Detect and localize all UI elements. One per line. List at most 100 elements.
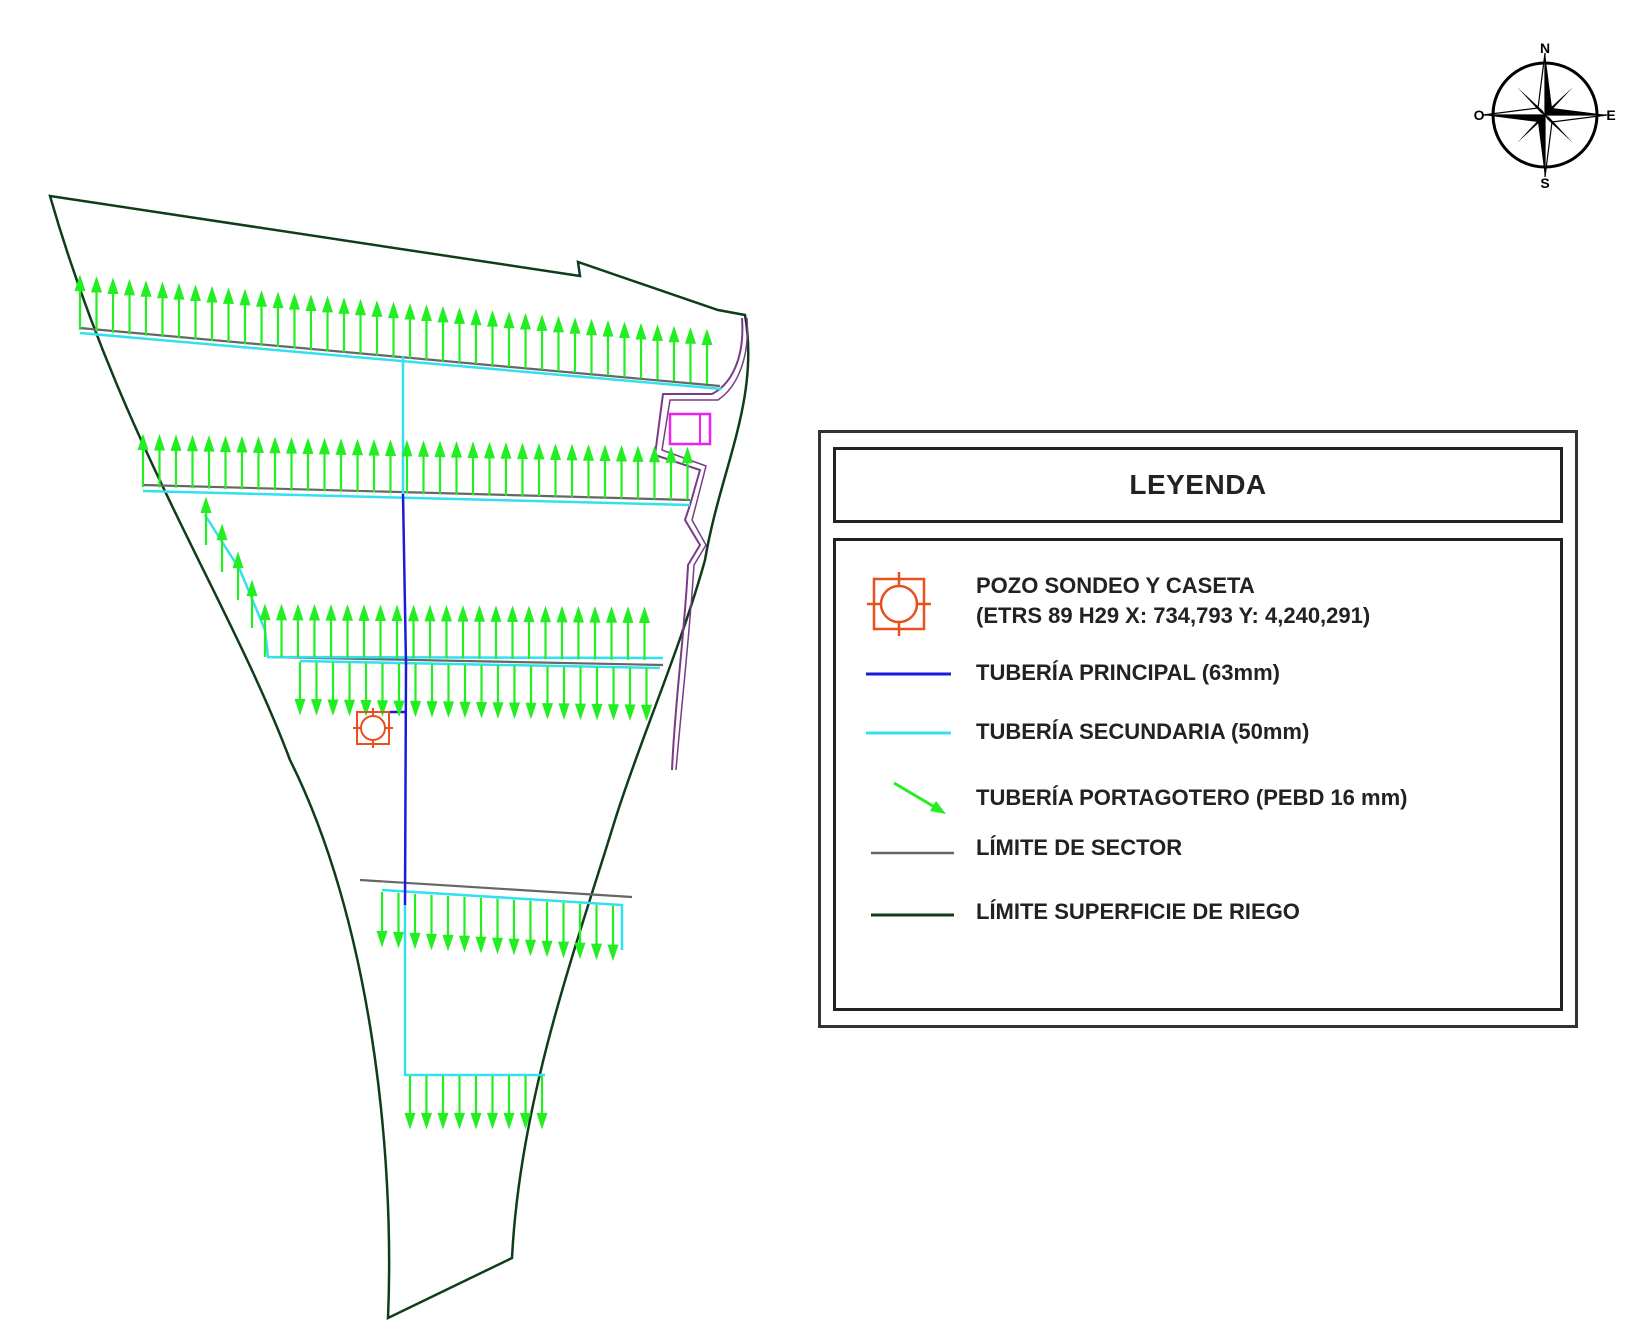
dripper-arrowhead bbox=[492, 702, 504, 719]
dripper-arrowhead bbox=[602, 320, 614, 337]
dripper-arrowhead bbox=[486, 1112, 499, 1130]
dripper-arrowhead bbox=[516, 442, 529, 460]
dripper-arrowhead bbox=[457, 605, 469, 622]
dripper-arrowhead bbox=[216, 523, 228, 541]
dripper-arrowhead bbox=[236, 435, 248, 453]
legend-label-secondary-pipe: TUBERÍA SECUNDARIA (50mm) bbox=[976, 719, 1310, 744]
dripper-arrowhead bbox=[206, 285, 218, 303]
legend-label-well-coords: (ETRS 89 H29 X: 734,793 Y: 4,240,291) bbox=[976, 603, 1371, 628]
dripper-arrowhead bbox=[525, 702, 537, 720]
dripper-arrowhead bbox=[371, 300, 383, 317]
secondary-pipe-line-icon bbox=[866, 731, 951, 735]
dripper-arrowhead bbox=[665, 446, 677, 463]
dripper-arrowhead bbox=[506, 605, 519, 622]
dripper-arrowhead bbox=[459, 701, 471, 719]
dripper-arrowhead bbox=[599, 444, 611, 462]
dripper-arrowhead bbox=[440, 604, 453, 622]
dripper-arrowhead bbox=[533, 442, 545, 460]
dripper-arrowhead bbox=[302, 437, 314, 455]
dripper-arrowhead bbox=[622, 606, 634, 623]
dripper-arrowhead bbox=[549, 443, 562, 460]
compass-north: N bbox=[1540, 40, 1550, 56]
dripper-arrowhead bbox=[288, 293, 301, 310]
dripper-arrowhead bbox=[424, 604, 436, 622]
dripper-arrowhead bbox=[574, 703, 587, 721]
dripper-arrowhead bbox=[458, 935, 471, 953]
dripper-arrowhead bbox=[351, 438, 364, 456]
dripper-arrowhead bbox=[569, 317, 581, 334]
dripper-arrowhead bbox=[391, 604, 403, 622]
dripper-arrowhead bbox=[605, 606, 618, 623]
dripper-arrowhead bbox=[404, 1112, 416, 1130]
dripper-arrowhead bbox=[426, 701, 438, 718]
dripper-arrowhead bbox=[186, 434, 199, 452]
dripper-arrowhead bbox=[632, 445, 644, 462]
dripper-arrowhead bbox=[453, 307, 466, 324]
dripper-arrowhead bbox=[442, 934, 454, 952]
dripper-arrowhead bbox=[618, 321, 631, 339]
dripper-arrowhead bbox=[310, 699, 323, 716]
dripper-arrowhead bbox=[170, 434, 182, 451]
dripper-arrowhead bbox=[556, 605, 568, 623]
dripper-arrowhead bbox=[437, 1112, 449, 1130]
dripper-arrowhead bbox=[434, 440, 446, 458]
dripper-arrowhead bbox=[519, 312, 532, 330]
dripper-arrowhead bbox=[536, 1112, 548, 1130]
dripper-arrowhead bbox=[607, 944, 619, 962]
dripper-arrowhead bbox=[519, 1112, 532, 1130]
dripper-arrowhead bbox=[387, 301, 400, 319]
dripper-arrowhead bbox=[607, 704, 620, 721]
dripper-arrowhead bbox=[467, 441, 479, 458]
legend-item-secondary-pipe: TUBERÍA SECUNDARIA (50mm) bbox=[836, 713, 1560, 753]
dripper-arrowhead bbox=[407, 604, 420, 622]
dripper-arrowhead bbox=[376, 930, 388, 948]
legend-label-dripper: TUBERÍA PORTAGOTERO (PEBD 16 mm) bbox=[976, 785, 1408, 810]
dripper-arrowhead bbox=[325, 604, 337, 621]
dripper-arrowhead bbox=[153, 433, 166, 451]
dripper-arrowhead bbox=[523, 605, 535, 623]
dripper-arrowhead bbox=[417, 440, 430, 457]
dripper-arrowhead bbox=[582, 444, 595, 461]
dripper-arrowhead bbox=[368, 439, 380, 456]
dripper-arrowhead bbox=[376, 700, 389, 717]
dripper-arrowhead bbox=[294, 698, 306, 716]
compass-east: E bbox=[1606, 107, 1615, 123]
dripper-arrowhead bbox=[74, 274, 86, 292]
dripper-arrowhead bbox=[321, 295, 334, 313]
dripper-arrowhead bbox=[409, 700, 422, 718]
dripper-line-icon bbox=[893, 781, 946, 814]
dripper-arrowhead bbox=[453, 1112, 466, 1130]
legend-header: LEYENDA bbox=[833, 447, 1563, 523]
dripper-arrowhead bbox=[475, 936, 487, 954]
sector-limits bbox=[79, 326, 721, 899]
dripper-arrowhead bbox=[252, 436, 265, 453]
dripper-arrowhead bbox=[574, 942, 586, 960]
dripper-arrowhead bbox=[536, 314, 548, 331]
dripper-arrowhead bbox=[420, 1112, 433, 1130]
dripper-arrowhead bbox=[409, 932, 421, 950]
access-path-inner bbox=[661, 317, 749, 771]
legend-label-main-pipe: TUBERÍA PRINCIPAL (63mm) bbox=[976, 660, 1280, 685]
dripper-arrowhead bbox=[90, 275, 103, 293]
dripper-arrowhead bbox=[591, 703, 603, 721]
dripper-arrowhead bbox=[541, 703, 554, 720]
legend: LEYENDA POZO SONDEO Y CASETA (ETRS 89 H2… bbox=[818, 430, 1578, 1028]
dripper-arrowhead bbox=[490, 605, 502, 622]
dripper-arrowhead bbox=[615, 444, 628, 462]
dripper-arrowhead bbox=[374, 604, 387, 621]
dripper-arrowhead bbox=[624, 704, 636, 722]
dripper-arrowhead bbox=[572, 605, 585, 623]
dripper-arrowhead bbox=[566, 443, 578, 461]
dripper-arrowhead bbox=[358, 604, 370, 621]
dripper-arrowhead bbox=[305, 294, 317, 312]
dripper-arrowhead bbox=[259, 603, 271, 621]
dripper-arrowhead bbox=[470, 308, 482, 326]
dripper-arrowhead bbox=[420, 304, 433, 321]
dripper-arrowhead bbox=[140, 280, 152, 297]
dripper-arrowhead bbox=[684, 327, 697, 344]
dripper-arrowhead bbox=[404, 302, 416, 320]
dripper-lines bbox=[74, 274, 713, 1130]
dripper-arrowhead bbox=[681, 446, 694, 464]
dripper-arrowhead bbox=[475, 701, 488, 719]
legend-item-irrigation-limit: LÍMITE SUPERFICIE DE RIEGO bbox=[836, 893, 1560, 933]
